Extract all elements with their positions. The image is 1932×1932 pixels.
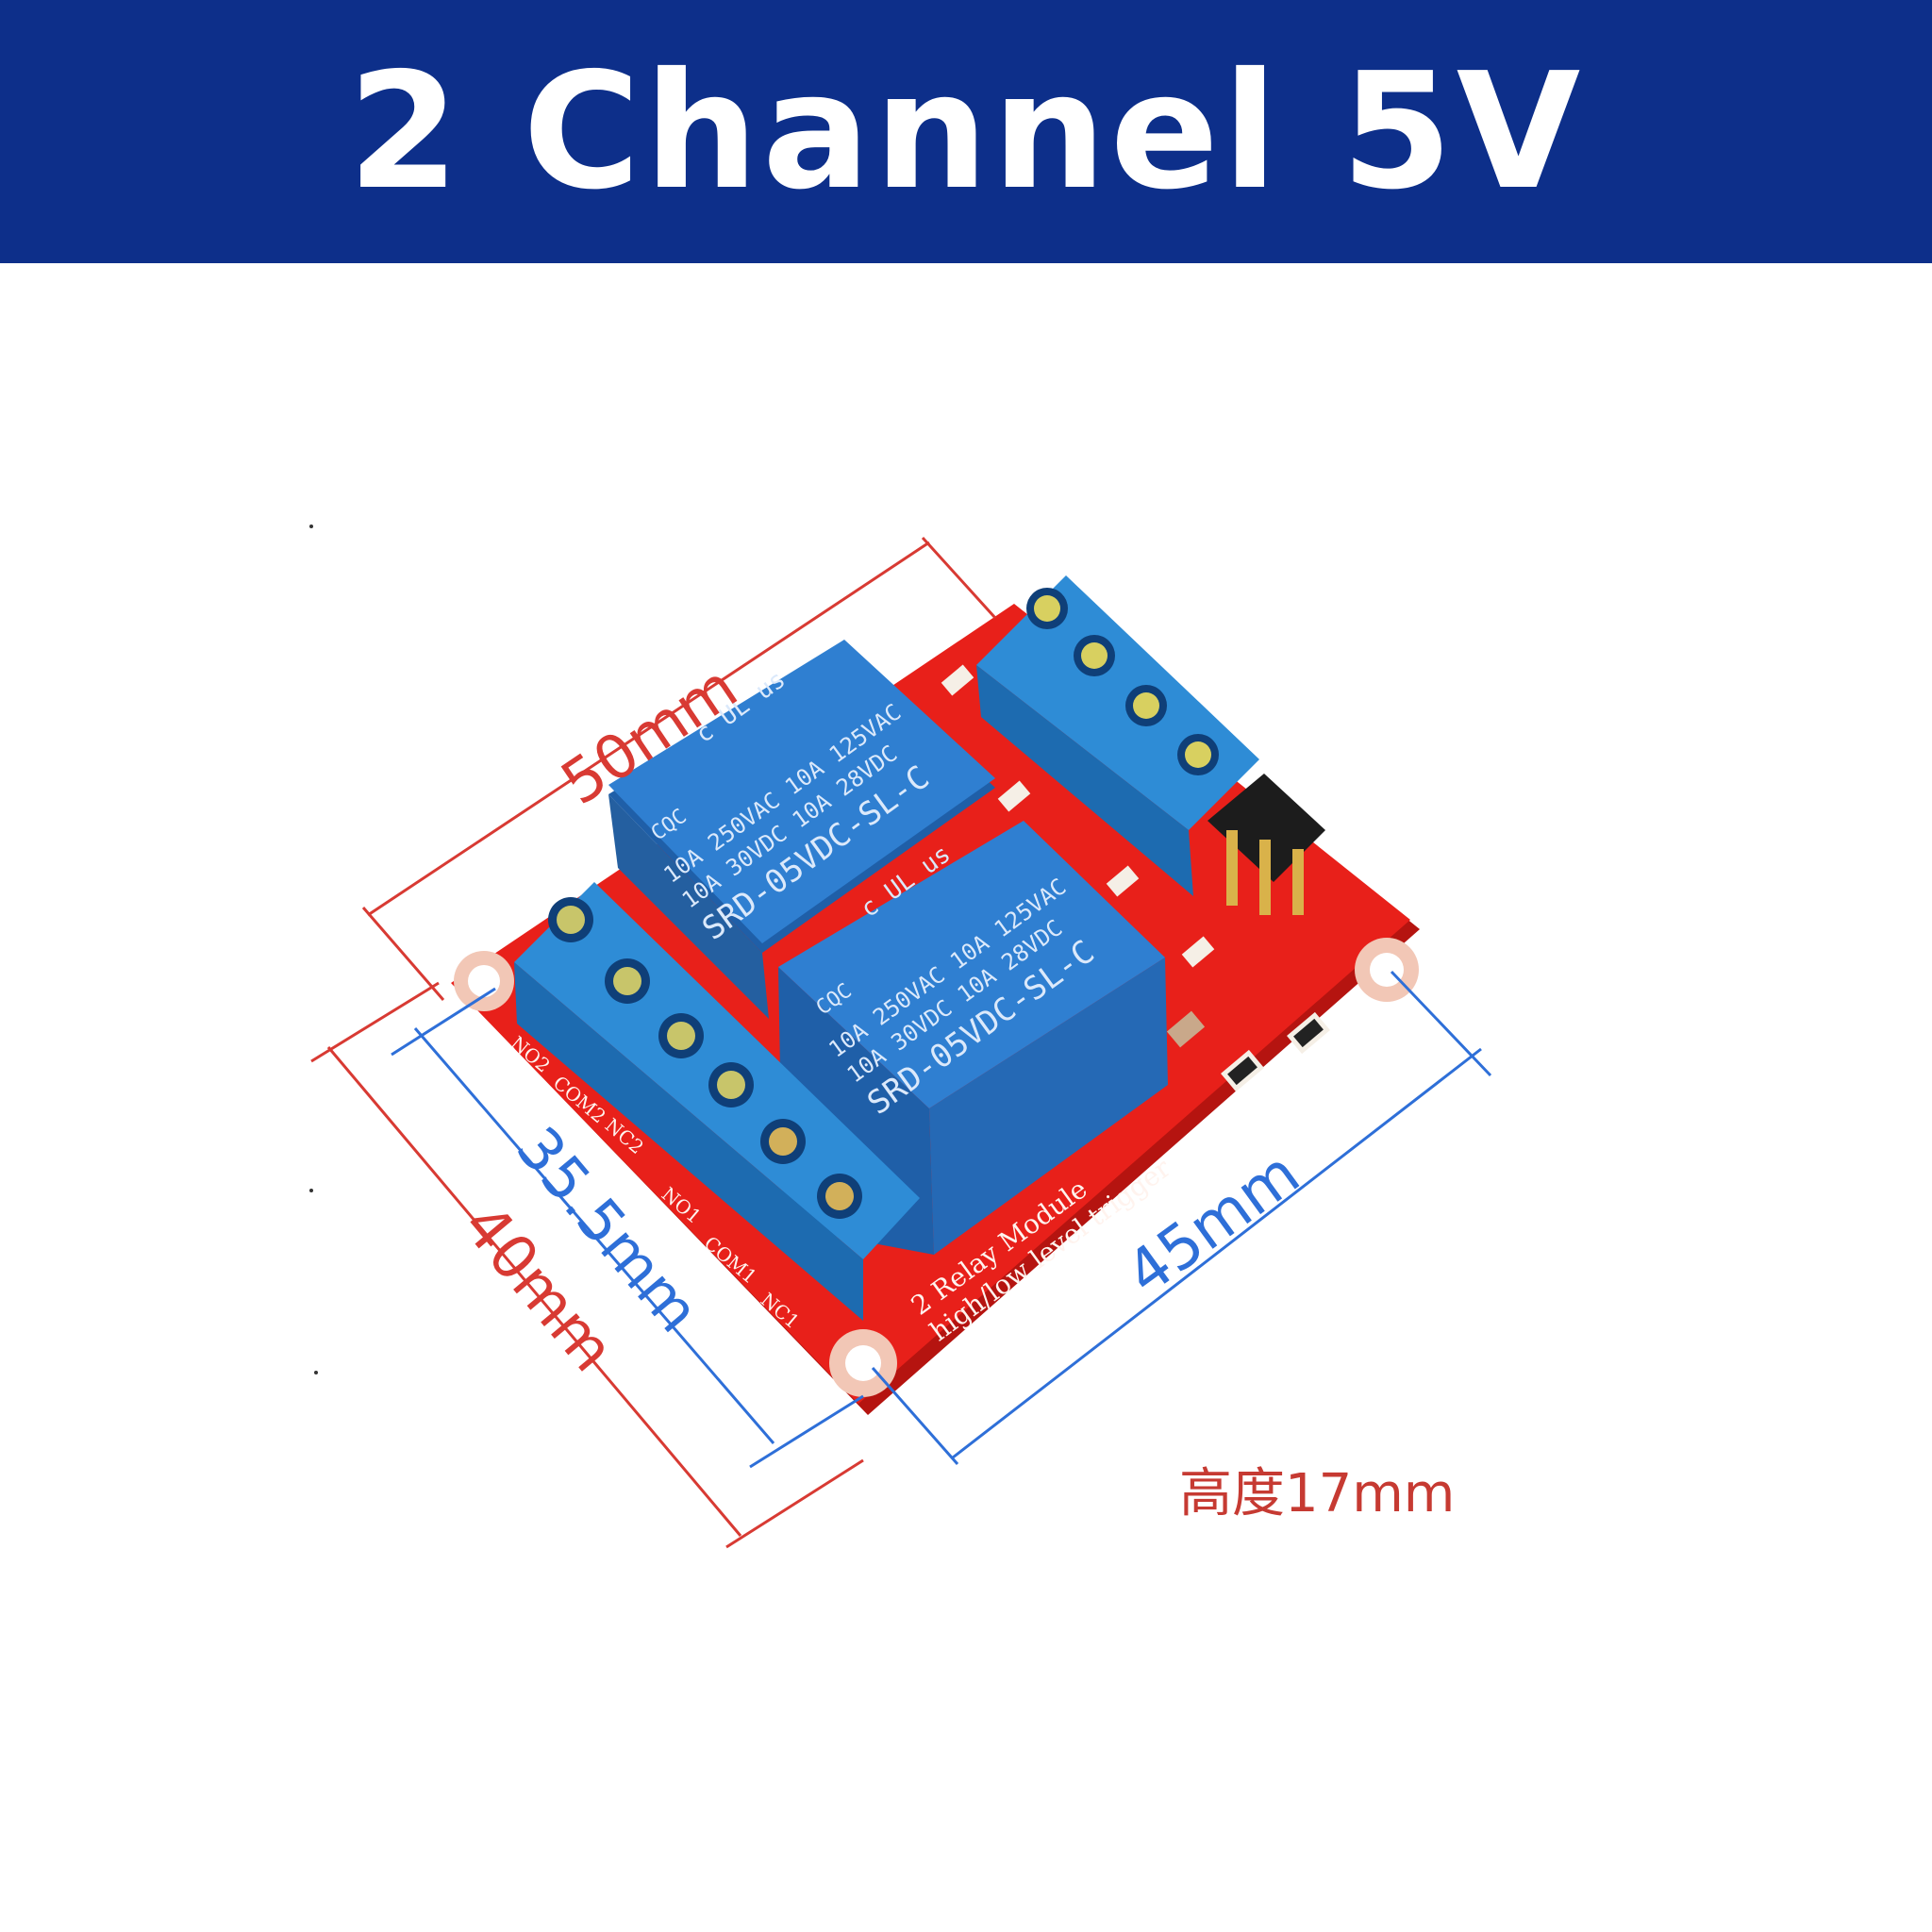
terminal-screw [1125, 685, 1167, 726]
terminal-screw [760, 1119, 806, 1164]
terminal-screw [708, 1062, 754, 1108]
terminal-screw [605, 958, 650, 1004]
terminal-screw [817, 1174, 862, 1219]
jumper-header [1208, 774, 1325, 915]
speck [314, 1371, 318, 1374]
terminal-screw [1177, 734, 1219, 775]
terminal-screw [1074, 635, 1115, 676]
banner-title: 2 Channel 5V [347, 38, 1585, 225]
smd-components [941, 664, 1330, 1092]
relay-ch2: c UL us CQC 10A 250VAC 10A 125VAC 10A 30… [608, 640, 995, 1019]
mounting-hole [454, 951, 514, 1011]
height-note: 高度17mm [1179, 1463, 1456, 1524]
output-terminal-block [514, 882, 920, 1321]
mounting-hole [1355, 938, 1419, 1002]
mounting-hole [829, 1329, 897, 1397]
terminal-screw [658, 1013, 704, 1058]
terminal-screw [1026, 588, 1068, 629]
terminal-screw [548, 897, 593, 942]
title-banner: 2 Channel 5V [0, 0, 1932, 263]
speck [309, 1189, 313, 1192]
speck [309, 525, 313, 528]
input-terminal-block [976, 575, 1259, 896]
relay-module-board: c UL us CQC 10A 250VAC 10A 125VAC 10A 30… [451, 575, 1420, 1415]
